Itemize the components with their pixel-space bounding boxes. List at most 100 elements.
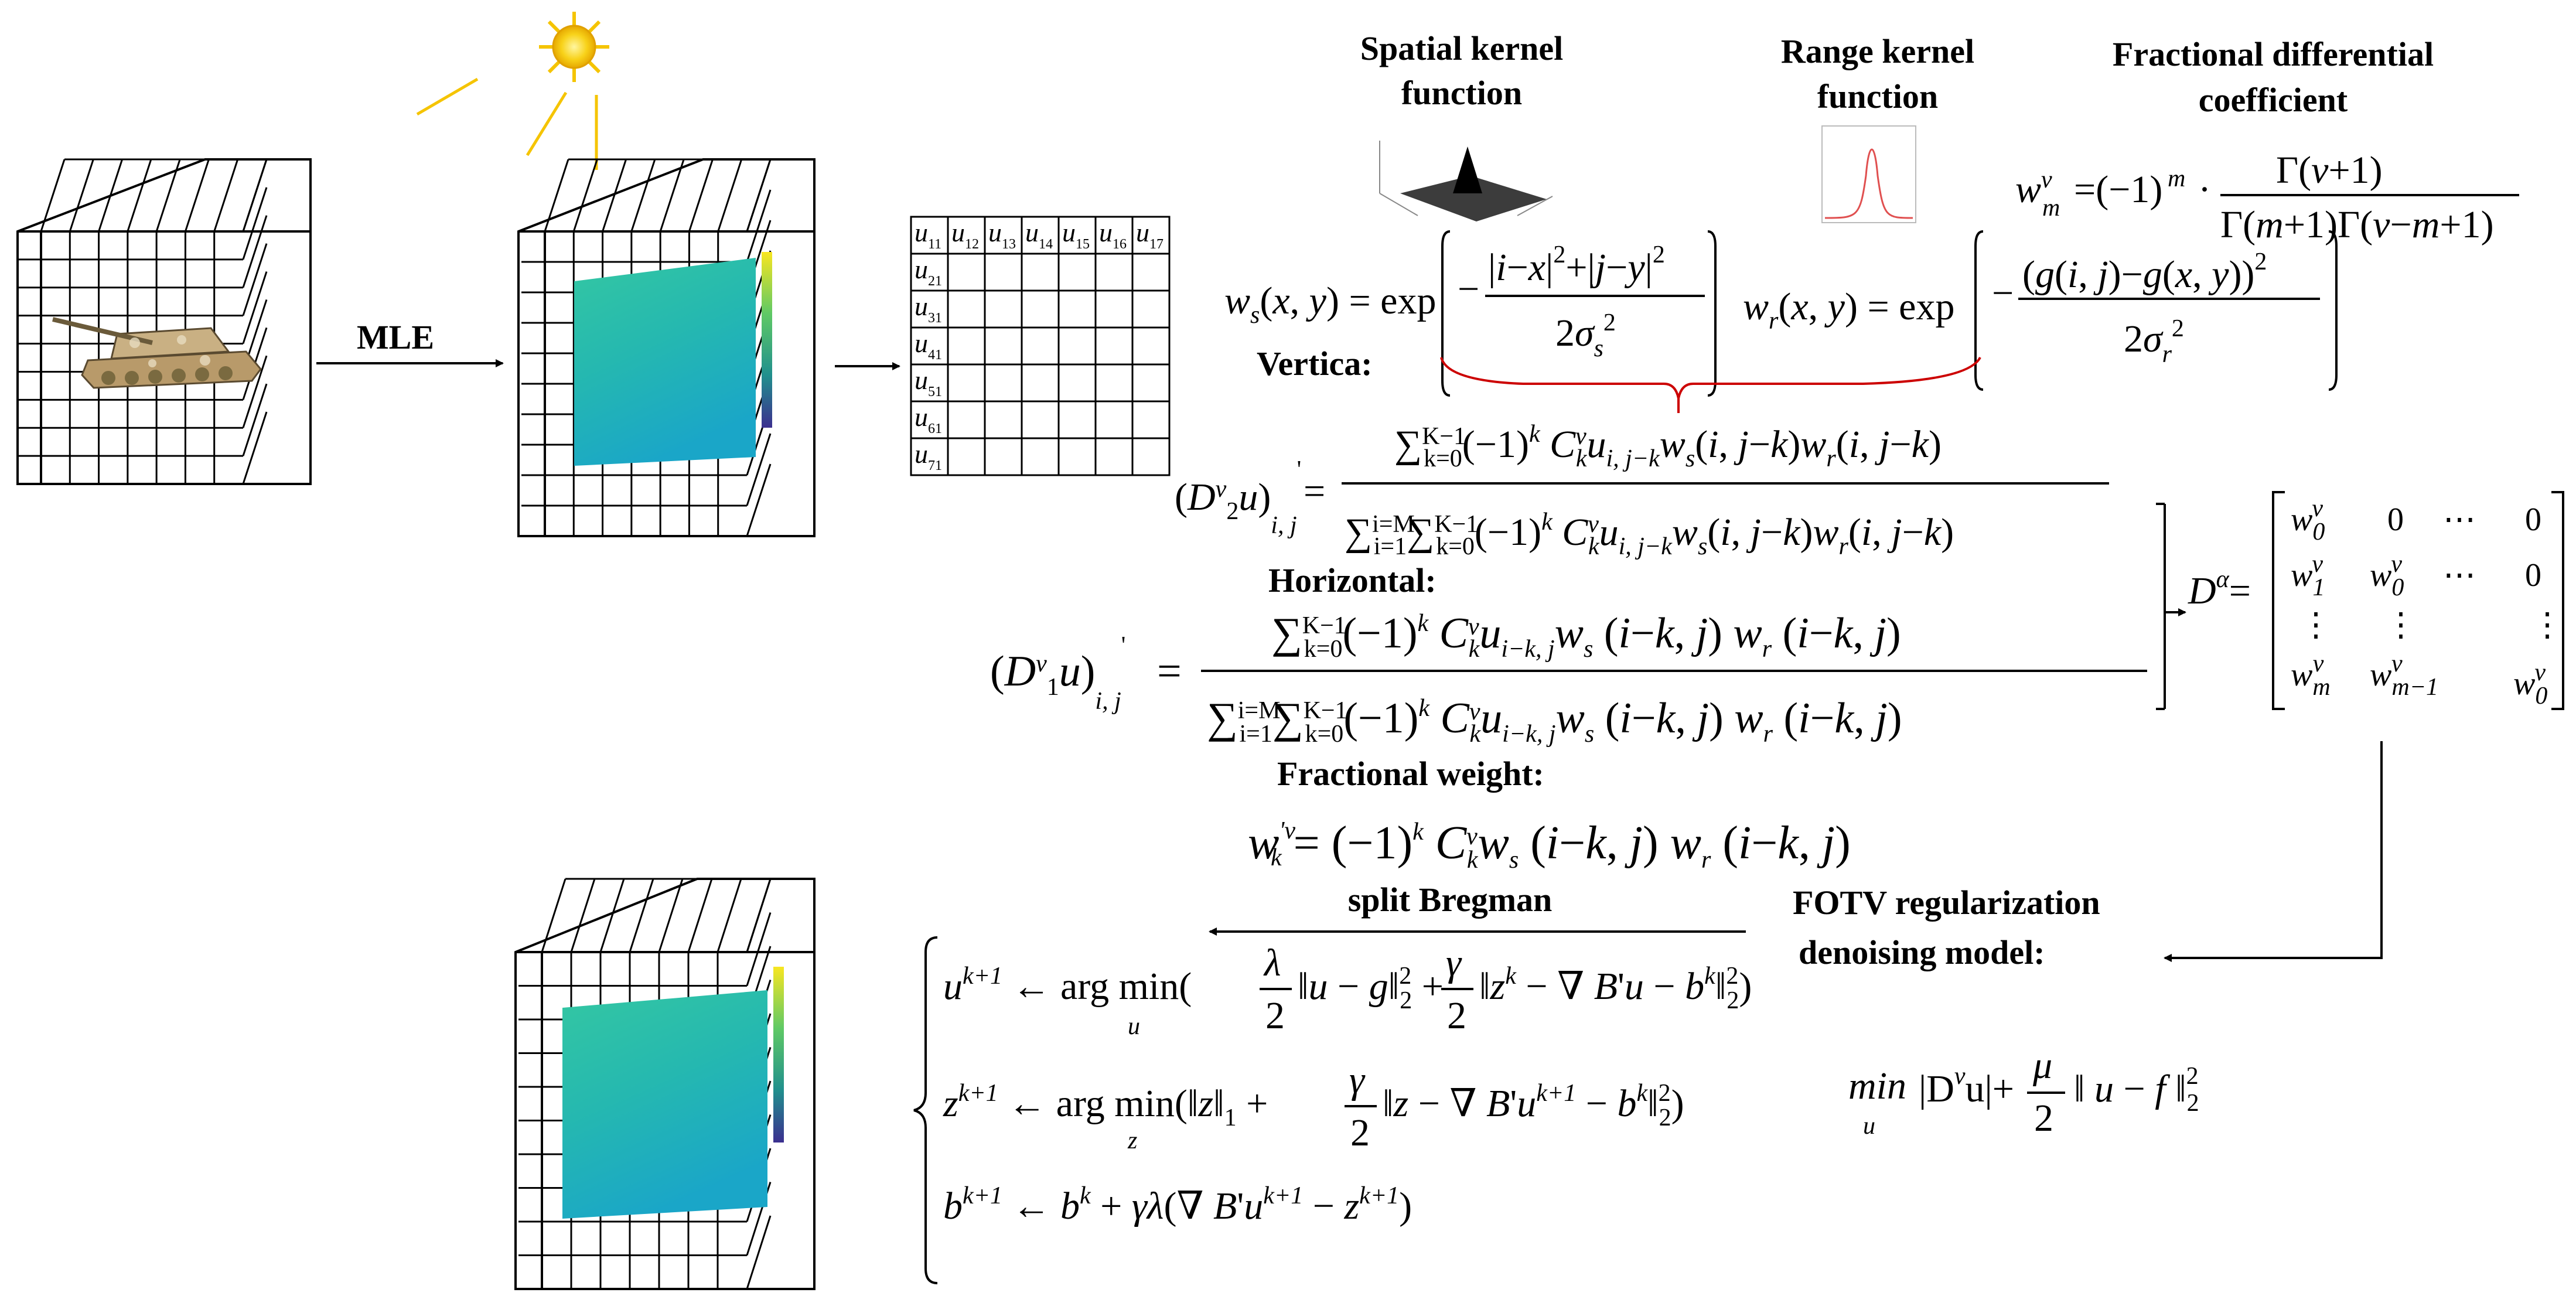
svg-text:·: · — [2198, 168, 2211, 211]
svg-text:u: u — [1128, 1013, 1140, 1040]
tank-image — [52, 317, 262, 389]
svg-text:bk+1 ← bk + γλ(∇ B'uk+1 − zk+1: bk+1 ← bk + γλ(∇ B'uk+1 − zk+1) — [943, 1182, 1412, 1227]
svg-text:m: m — [2168, 165, 2185, 192]
range-kernel-formula: wr(x, y) = exp − (g(i, j)−g(x, y))2 2σr2 — [1743, 230, 2338, 391]
svg-text:2: 2 — [1265, 994, 1285, 1037]
svg-text:2σs2: 2σs2 — [1555, 309, 1616, 362]
svg-text:(Dv1u)i, j': (Dv1u)i, j' — [990, 632, 1125, 715]
svg-text:|Dvu|+: |Dvu|+ — [1919, 1063, 2014, 1110]
svg-text:−: − — [1458, 268, 1479, 311]
matrix-cell-c1-4: u61 — [915, 402, 942, 436]
svg-text:z: z — [1127, 1127, 1137, 1154]
svg-text:⋮: ⋮ — [2299, 607, 2332, 643]
derivatives-bracket — [2156, 503, 2186, 710]
svg-text:‖zk − ∇ B'u − bk‖22): ‖zk − ∇ B'u − bk‖22) — [1479, 963, 1752, 1014]
svg-text:u: u — [1863, 1113, 1875, 1140]
svg-text:zk+1 ← arg min(‖z‖1 +: zk+1 ← arg min(‖z‖1 + — [943, 1080, 1268, 1131]
mle-label: MLE — [357, 318, 434, 356]
svg-text:min: min — [1848, 1065, 1906, 1107]
svg-text:‖z − ∇ B'uk+1 − bk‖22): ‖z − ∇ B'uk+1 − bk‖22) — [1383, 1080, 1684, 1131]
matrix-cell-r1-6: u17 — [1136, 217, 1164, 252]
matrix-cell-c1-3: u51 — [915, 365, 942, 400]
fotv-label-2: denoising model: — [1799, 933, 2045, 971]
svg-text:0: 0 — [2387, 502, 2404, 538]
svg-text:=: = — [1304, 470, 1325, 513]
svg-text:(g(i, j)−g(x, y))2: (g(i, j)−g(x, y))2 — [2022, 248, 2267, 296]
svg-text:‖u − g‖22 +: ‖u − g‖22 + — [1298, 963, 1444, 1014]
light-rays — [416, 77, 598, 170]
svg-text:wmv: wmv — [2291, 650, 2331, 701]
sun-icon — [539, 12, 609, 82]
spatial-kernel-label-1: Spatial kernel — [1360, 29, 1563, 67]
horizontal-label: Horizontal: — [1268, 561, 1437, 599]
matrix-cell-c1-2: u41 — [915, 328, 942, 363]
svg-text:w0v: w0v — [2370, 551, 2404, 601]
spatial-kernel-plot — [1379, 141, 1553, 221]
svg-text:2σr2: 2σr2 — [2124, 315, 2184, 368]
svg-text:(Dv2u)i, j': (Dv2u)i, j' — [1175, 456, 1301, 539]
matrix-cell-r1-3: u14 — [1025, 217, 1053, 252]
svg-text:m: m — [2042, 195, 2060, 221]
frac-coeff-formula: w m v =(−1) m · Γ(v+1) Γ(m+1)Γ(v−m+1) — [2015, 149, 2519, 246]
matrix-cell-c1-0: u21 — [915, 254, 942, 289]
svg-text:w0v: w0v — [2291, 495, 2325, 545]
svg-text:w0v: w0v — [2513, 659, 2547, 710]
svg-text:⋯: ⋯ — [2443, 557, 2476, 594]
svg-text:wr(x, y) = exp: wr(x, y) = exp — [1743, 285, 1954, 335]
svg-text:2: 2 — [2034, 1097, 2053, 1140]
matrix-cell-r1-5: u16 — [1099, 217, 1127, 252]
svg-text:w: w — [2015, 168, 2041, 211]
svg-text:|i−x|2+|j−y|2: |i−x|2+|j−y|2 — [1488, 241, 1665, 289]
denoised-plot — [562, 967, 784, 1219]
split-bregman-label: split Bregman — [1348, 881, 1553, 919]
svg-text:2: 2 — [1447, 994, 1466, 1037]
matrix-cell-r1-1: u12 — [951, 217, 979, 252]
svg-text:γ: γ — [1446, 942, 1462, 984]
matrix-cell-c1-5: u71 — [915, 439, 942, 473]
svg-text:=(−1): =(−1) — [2074, 168, 2162, 211]
svg-text:wm−1v: wm−1v — [2370, 650, 2438, 701]
svg-text:uk+1 ← arg min(: uk+1 ← arg min( — [943, 963, 1192, 1008]
svg-text:‖ u − f ‖22: ‖ u − f ‖22 — [2074, 1063, 2199, 1117]
svg-text:⋯: ⋯ — [2443, 502, 2476, 538]
svg-text:⋮: ⋮ — [2384, 607, 2417, 643]
matrix-cell-c1-1: u31 — [915, 291, 942, 326]
red-brace — [1440, 356, 1981, 399]
d-alpha-matrix: Dα= w0v 0 ⋯ 0 w1v w0v ⋯ 0 ⋮ ⋮ ⋮ wmv wm−1… — [2188, 491, 2564, 710]
range-kernel-plot — [1821, 125, 1916, 223]
spatial-kernel-formula: ws(x, y) = exp − |i−x|2+|j−y|2 2σs2 — [1224, 230, 1717, 397]
frac-coeff-label-2: coefficient — [2199, 81, 2348, 119]
matrix-cell-r1-2: u13 — [988, 217, 1016, 252]
frac-weight-label: Fractional weight: — [1277, 755, 1544, 793]
svg-text:−: − — [1992, 272, 2014, 315]
svg-text:Γ(v+1): Γ(v+1) — [2276, 149, 2383, 192]
range-kernel-label-1: Range kernel — [1781, 32, 1974, 70]
svg-text:0: 0 — [2525, 557, 2541, 594]
vertical-label: Vertica: — [1257, 345, 1373, 383]
svg-text:Γ(m+1)Γ(v−m+1): Γ(m+1)Γ(v−m+1) — [2220, 203, 2494, 246]
svg-text:2: 2 — [1350, 1111, 1370, 1154]
svg-text:ws(x, y) = exp: ws(x, y) = exp — [1224, 279, 1436, 329]
to-fotv-arrow — [2164, 741, 2383, 962]
svg-text:w1v: w1v — [2291, 551, 2325, 601]
spatial-kernel-label-2: function — [1401, 74, 1522, 112]
svg-text:γ: γ — [1349, 1059, 1366, 1101]
matrix-cell-r1-0: u11 — [915, 217, 941, 252]
frac-coeff-label-1: Fractional differential — [2113, 35, 2434, 73]
svg-text:=: = — [1157, 647, 1182, 695]
matrix-cell-r1-4: u15 — [1062, 217, 1090, 252]
svg-text:Dα=: Dα= — [2188, 566, 2251, 612]
svg-text:0: 0 — [2525, 502, 2541, 538]
